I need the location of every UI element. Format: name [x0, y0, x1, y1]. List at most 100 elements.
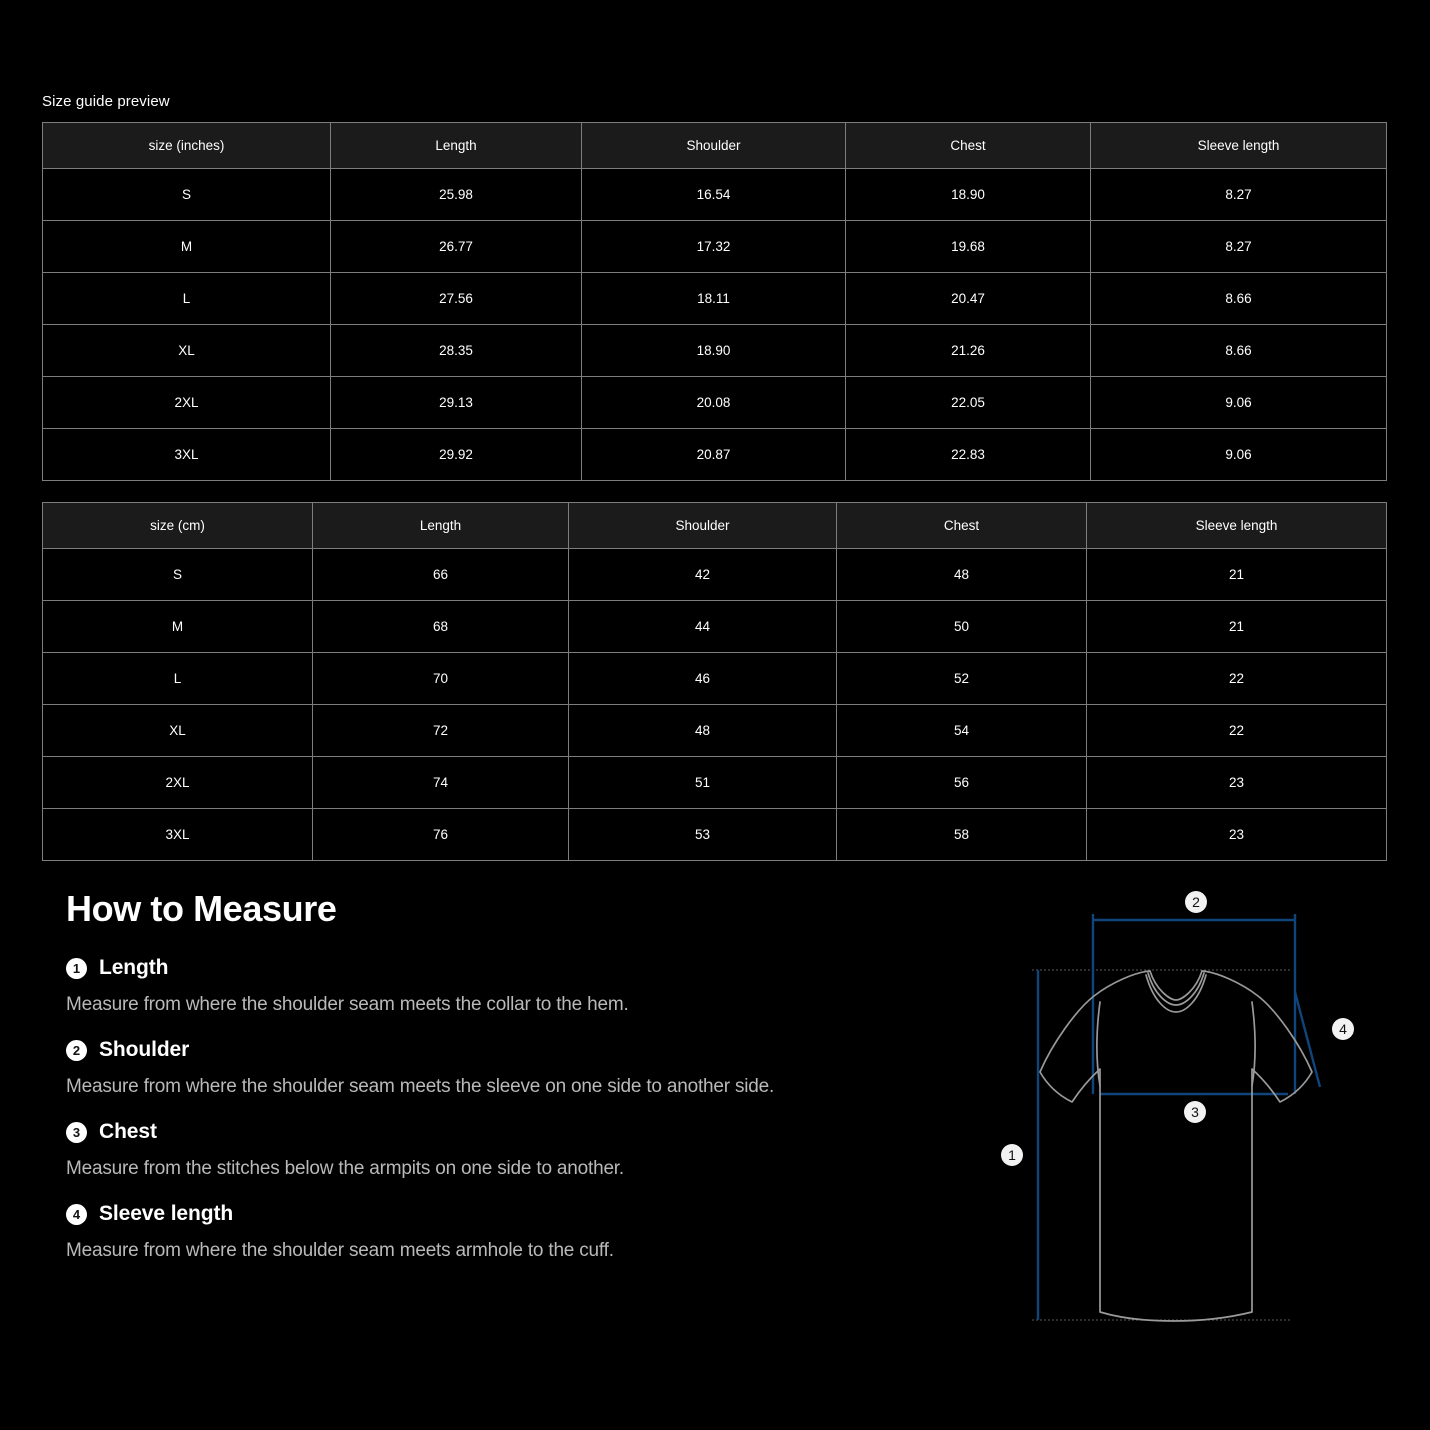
- number-badge-3-icon: 3: [66, 1121, 87, 1143]
- cell-chest: 18.90: [845, 168, 1091, 221]
- cell-chest: 22.05: [845, 376, 1091, 429]
- measure-item-sleeve-length: 4 Sleeve length Measure from where the s…: [66, 1202, 986, 1263]
- cell-length: 29.92: [330, 428, 582, 481]
- table-row: 3XL 29.92 20.87 22.83 9.06: [42, 428, 1387, 481]
- number-badge-4-icon: [1332, 1018, 1354, 1040]
- diagram-badge-label-2: 2: [1192, 894, 1200, 910]
- cell-size: 3XL: [42, 428, 331, 481]
- cell-size: 2XL: [42, 376, 331, 429]
- cell-length: 28.35: [330, 324, 582, 377]
- cell-chest: 52: [836, 652, 1087, 705]
- table-row: M 68 44 50 21: [42, 600, 1387, 653]
- cell-size: L: [42, 652, 313, 705]
- table-row: 2XL 74 51 56 23: [42, 756, 1387, 809]
- column-header-length: Length: [312, 502, 569, 549]
- number-badge-3-icon: [1184, 1101, 1206, 1123]
- tshirt-outline: [1039, 970, 1313, 1322]
- cell-chest: 19.68: [845, 220, 1091, 273]
- table-row: L 70 46 52 22: [42, 652, 1387, 705]
- number-badge-2-icon: [1185, 891, 1207, 913]
- cell-size: 2XL: [42, 756, 313, 809]
- measure-item-name: Length: [99, 956, 169, 979]
- cell-size: M: [42, 220, 331, 273]
- cell-shoulder: 20.08: [581, 376, 846, 429]
- cell-shoulder: 42: [568, 548, 837, 601]
- cell-sleeve-length: 23: [1086, 756, 1387, 809]
- collar-line-1: [1147, 972, 1205, 1006]
- cell-shoulder: 18.11: [581, 272, 846, 325]
- cell-length: 76: [312, 808, 569, 861]
- armhole-seam-right: [1251, 1001, 1256, 1087]
- column-header-length: Length: [330, 122, 582, 169]
- measure-item-description: Measure from where the shoulder seam mee…: [66, 994, 629, 1015]
- cell-shoulder: 53: [568, 808, 837, 861]
- cell-sleeve-length: 9.06: [1090, 376, 1387, 429]
- column-header-sleeve-length: Sleeve length: [1090, 122, 1387, 169]
- measure-line-sleeve: [1293, 991, 1322, 1088]
- cell-shoulder: 48: [568, 704, 837, 757]
- cell-sleeve-length: 9.06: [1090, 428, 1387, 481]
- armhole-seam-left: [1096, 1001, 1101, 1087]
- cell-size: S: [42, 548, 313, 601]
- table-header-row: size (cm) Length Shoulder Chest Sleeve l…: [42, 502, 1387, 549]
- column-header-size: size (inches): [42, 122, 331, 169]
- size-table-cm: size (cm) Length Shoulder Chest Sleeve l…: [42, 502, 1387, 861]
- cell-length: 74: [312, 756, 569, 809]
- size-guide-preview-label: Size guide preview: [42, 93, 170, 110]
- measure-item-description: Measure from the stitches below the armp…: [66, 1158, 624, 1179]
- cell-size: M: [42, 600, 313, 653]
- measure-item-shoulder: 2 Shoulder Measure from where the should…: [66, 1038, 986, 1099]
- cell-sleeve-length: 21: [1086, 600, 1387, 653]
- table-row: 2XL 29.13 20.08 22.05 9.06: [42, 376, 1387, 429]
- measure-item-heading: 1 Length: [66, 956, 986, 980]
- measure-item-heading: 2 Shoulder: [66, 1038, 986, 1062]
- table-row: S 25.98 16.54 18.90 8.27: [42, 168, 1387, 221]
- cell-sleeve-length: 21: [1086, 548, 1387, 601]
- cell-size: L: [42, 272, 331, 325]
- cell-sleeve-length: 22: [1086, 704, 1387, 757]
- cell-shoulder: 51: [568, 756, 837, 809]
- cell-sleeve-length: 8.66: [1090, 324, 1387, 377]
- cell-length: 66: [312, 548, 569, 601]
- cell-sleeve-length: 23: [1086, 808, 1387, 861]
- column-header-shoulder: Shoulder: [568, 502, 837, 549]
- table-row: L 27.56 18.11 20.47 8.66: [42, 272, 1387, 325]
- measure-item-length: 1 Length Measure from where the shoulder…: [66, 956, 986, 1017]
- cell-chest: 54: [836, 704, 1087, 757]
- measure-item-heading: 4 Sleeve length: [66, 1202, 986, 1226]
- measure-item-chest: 3 Chest Measure from the stitches below …: [66, 1120, 986, 1181]
- size-table-inches: size (inches) Length Shoulder Chest Slee…: [42, 122, 1387, 481]
- tshirt-body-path: [1039, 970, 1313, 1322]
- collar-line-2: [1145, 974, 1207, 1013]
- cell-chest: 50: [836, 600, 1087, 653]
- number-badge-4-icon: 4: [66, 1203, 87, 1225]
- measure-item-name: Shoulder: [99, 1038, 190, 1061]
- cell-size: 3XL: [42, 808, 313, 861]
- diagram-badge-label-4: 4: [1339, 1021, 1347, 1037]
- table-row: XL 28.35 18.90 21.26 8.66: [42, 324, 1387, 377]
- column-header-chest: Chest: [845, 122, 1091, 169]
- cell-chest: 56: [836, 756, 1087, 809]
- cell-chest: 22.83: [845, 428, 1091, 481]
- cell-chest: 21.26: [845, 324, 1091, 377]
- number-badge-2-icon: 2: [66, 1039, 87, 1061]
- cell-chest: 58: [836, 808, 1087, 861]
- cell-shoulder: 18.90: [581, 324, 846, 377]
- column-header-size: size (cm): [42, 502, 313, 549]
- cell-size: S: [42, 168, 331, 221]
- table-row: M 26.77 17.32 19.68 8.27: [42, 220, 1387, 273]
- cell-shoulder: 44: [568, 600, 837, 653]
- table-row: S 66 42 48 21: [42, 548, 1387, 601]
- how-to-measure-section: How to Measure 1 Length Measure from whe…: [66, 888, 986, 1284]
- measure-item-name: Sleeve length: [99, 1202, 234, 1225]
- number-badge-1-icon: 1: [66, 957, 87, 979]
- cell-length: 29.13: [330, 376, 582, 429]
- cell-length: 26.77: [330, 220, 582, 273]
- cell-length: 72: [312, 704, 569, 757]
- table-header-row: size (inches) Length Shoulder Chest Slee…: [42, 122, 1387, 169]
- column-header-shoulder: Shoulder: [581, 122, 846, 169]
- cell-sleeve-length: 8.66: [1090, 272, 1387, 325]
- cell-chest: 20.47: [845, 272, 1091, 325]
- measure-item-description: Measure from where the shoulder seam mee…: [66, 1076, 775, 1097]
- cell-shoulder: 16.54: [581, 168, 846, 221]
